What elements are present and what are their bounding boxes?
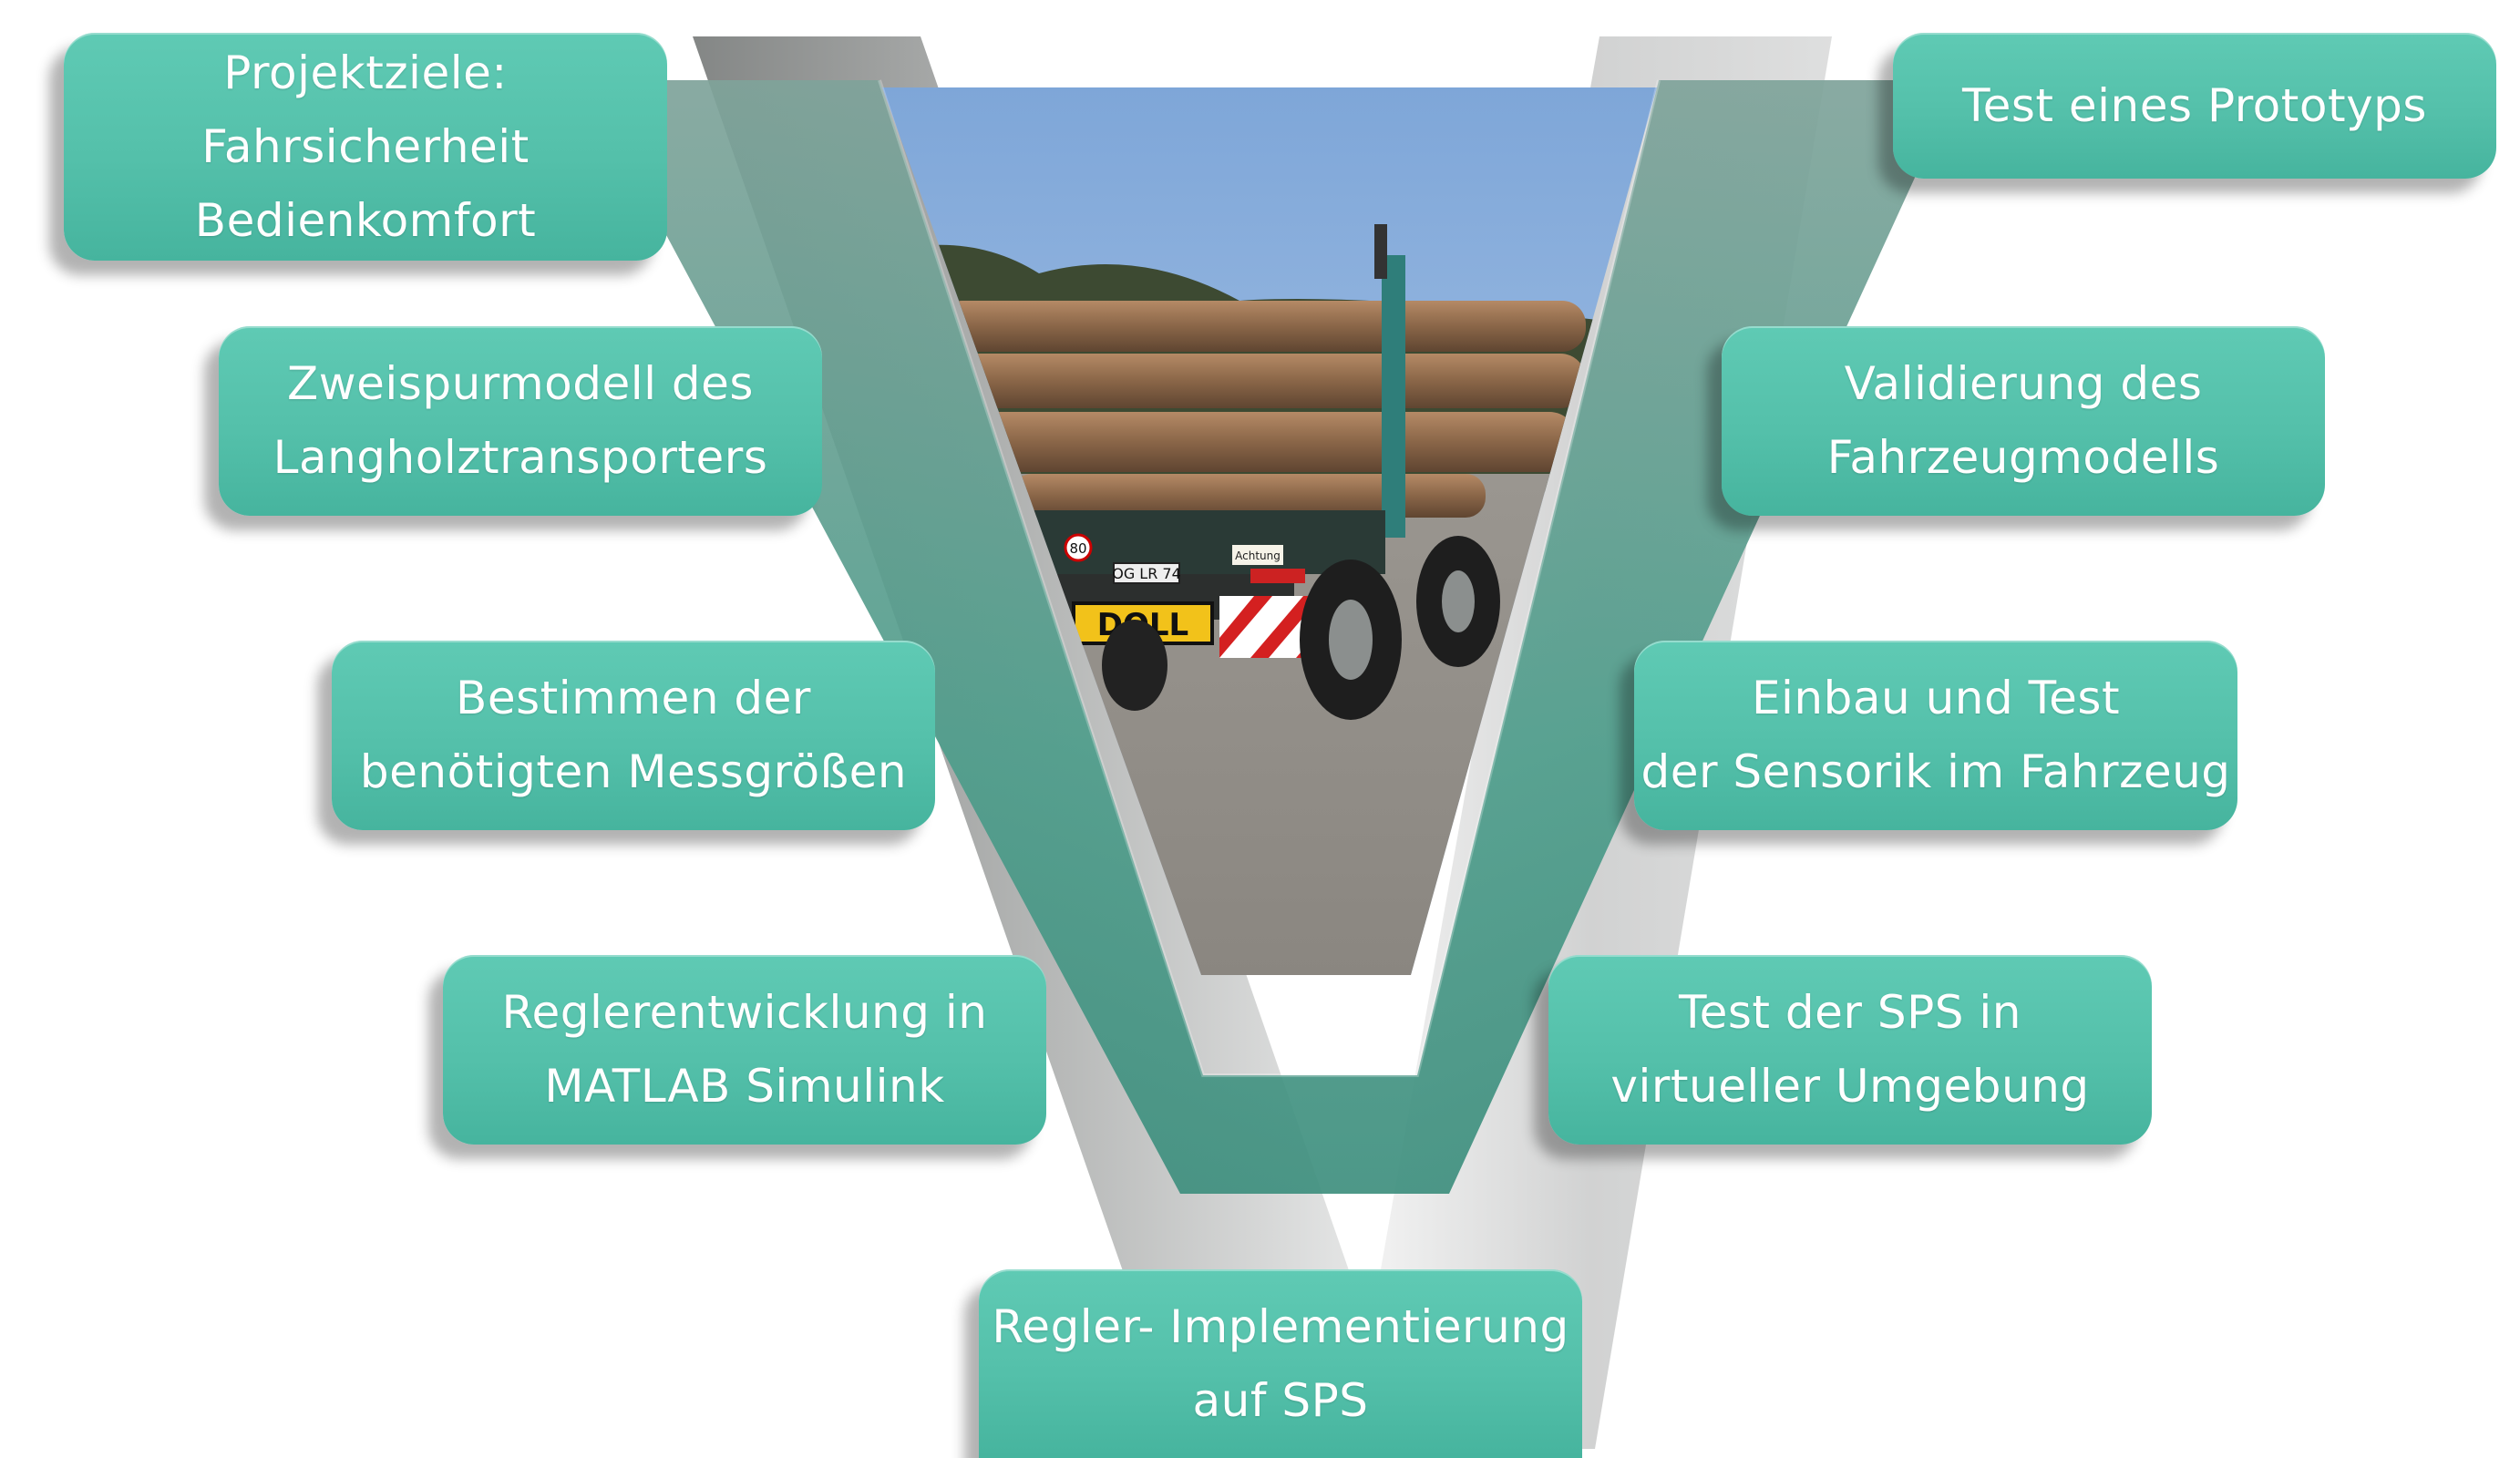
step-determine-measurements: Bestimmen der benötigten Messgrößen xyxy=(332,641,935,830)
step-prototype-test: Test eines Prototyps xyxy=(1893,33,2496,179)
step-text-line: virtueller Umgebung xyxy=(1610,1060,2090,1113)
step-text-line: Zweispurmodell des xyxy=(287,357,754,410)
step-text-line: Fahrzeugmodells xyxy=(1826,431,2220,484)
step-text-line: Regler- Implementierung xyxy=(992,1299,1569,1353)
step-model-validation: Validierung des Fahrzeugmodells xyxy=(1722,326,2325,516)
step-text-line: Projektziele: xyxy=(223,46,508,99)
step-text-line: Bedienkomfort xyxy=(194,193,537,247)
step-text-line: Langholztransporters xyxy=(273,431,768,484)
step-text-line: Validierung des xyxy=(1844,357,2203,410)
step-text-line: der Sensorik im Fahrzeug xyxy=(1641,745,2231,798)
license-plate: OG LR 74 xyxy=(1112,565,1181,582)
step-sensor-installation: Einbau und Test der Sensorik im Fahrzeug xyxy=(1634,641,2237,830)
step-plc-virtual-test: Test der SPS in virtueller Umgebung xyxy=(1548,955,2152,1145)
step-text-line: MATLAB Simulink xyxy=(544,1060,945,1113)
step-text-line: Reglerentwicklung in xyxy=(501,986,988,1039)
step-project-goals: Projektziele: Fahrsicherheit Bedienkomfo… xyxy=(64,33,667,261)
step-text-line: Test eines Prototyps xyxy=(1962,78,2427,132)
step-text-line: Bestimmen der xyxy=(456,672,811,724)
step-text-line: Fahrsicherheit xyxy=(201,119,530,173)
step-two-track-model: Zweispurmodell des Langholztransporters xyxy=(219,326,822,516)
speed-sign: 80 xyxy=(1069,540,1086,557)
step-text-line: Test der SPS in xyxy=(1679,986,2021,1039)
step-controller-implementation: Regler- Implementierung auf SPS xyxy=(979,1269,1582,1458)
step-controller-development: Reglerentwicklung in MATLAB Simulink xyxy=(443,955,1046,1145)
warning-sticker: Achtung xyxy=(1235,549,1281,562)
step-text-line: benötigten Messgrößen xyxy=(359,745,908,798)
step-text-line: Einbau und Test xyxy=(1751,672,2121,724)
step-text-line: auf SPS xyxy=(1192,1373,1369,1427)
